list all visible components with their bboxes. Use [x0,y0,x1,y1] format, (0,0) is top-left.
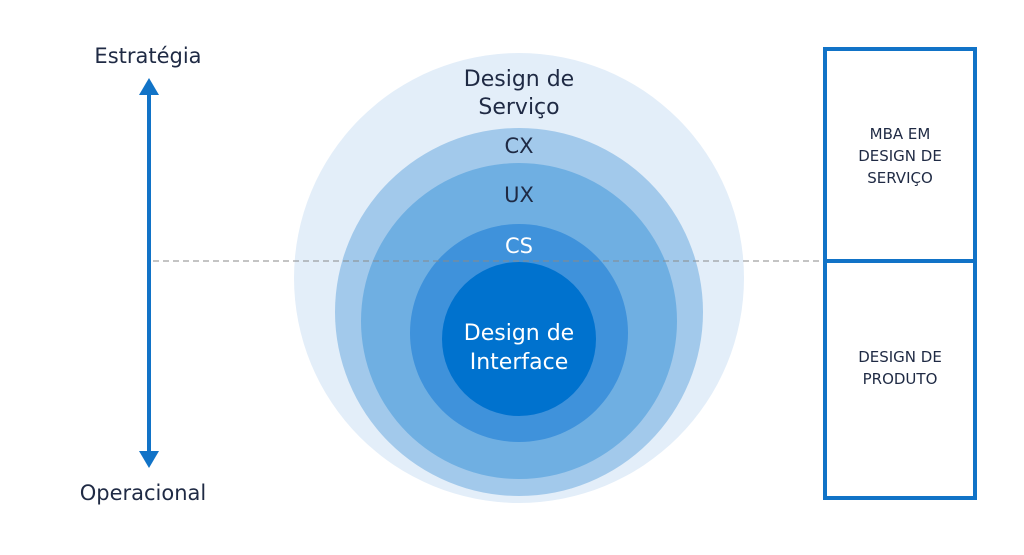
panel-top-line1: MBA EM [870,125,931,143]
ring-label-service-line1: Design de [464,67,574,92]
ring-label-cs: CS [505,234,533,258]
ring-label-service-line2: Serviço [478,95,559,120]
axis-top-label: Estratégia [94,44,201,68]
panel-box-bottom [823,259,977,500]
ring-interface-design [442,262,596,416]
panel-bottom-line1: DESIGN DE [858,348,942,366]
arrow-up-icon [139,78,159,95]
ring-label-cx: CX [504,134,533,158]
axis-bottom-label: Operacional [80,481,207,505]
ring-label-interface-line2: Interface [470,350,569,375]
panel-top-line2: DESIGN DE [858,147,942,165]
arrow-down-icon [139,451,159,468]
panel-bottom-line2: PRODUTO [863,370,938,388]
ring-label-ux: UX [504,183,534,207]
panel-box-top [823,47,977,263]
concentric-rings: Design de Serviço CX UX CS Design de Int… [294,53,744,503]
ring-label-interface-line1: Design de [464,321,574,346]
panel-top-line3: SERVIÇO [867,169,933,187]
program-panel: MBA EM DESIGN DE SERVIÇO DESIGN DE PRODU… [823,47,977,500]
strategy-axis: Estratégia Operacional [80,44,207,505]
